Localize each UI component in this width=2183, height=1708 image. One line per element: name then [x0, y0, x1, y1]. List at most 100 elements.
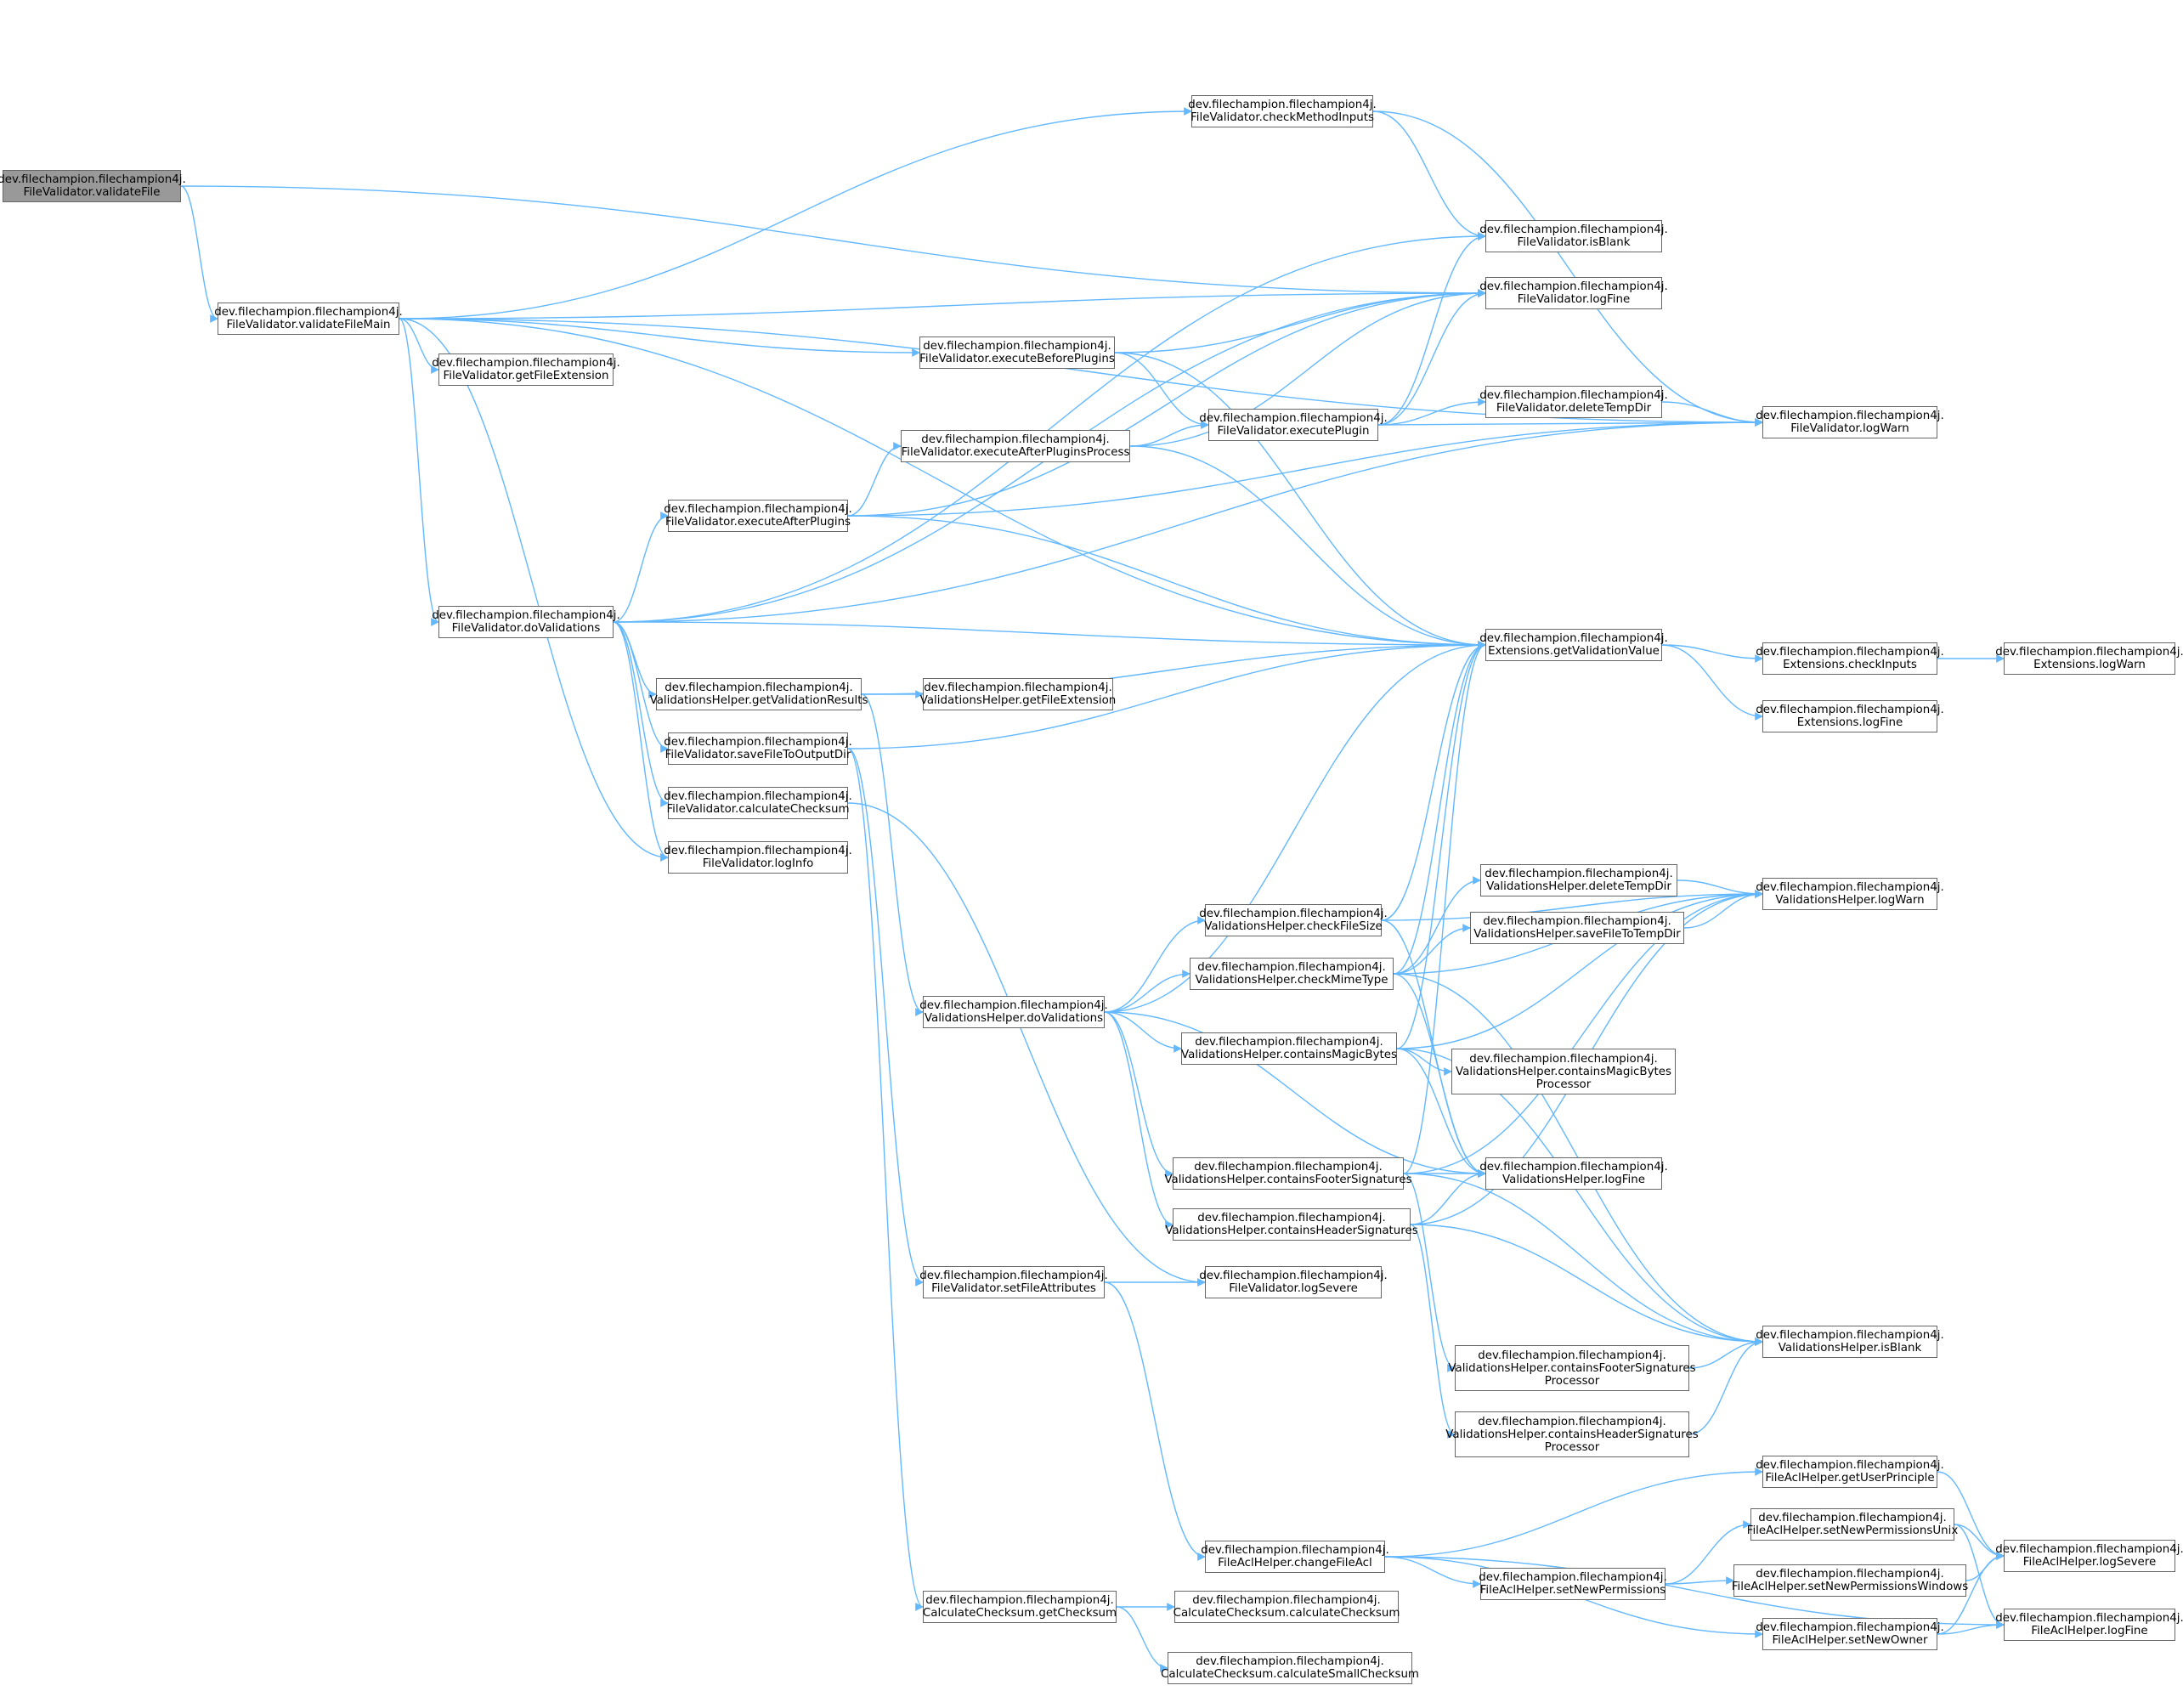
- node-label-line: Processor: [1544, 1374, 1600, 1388]
- node-label-line: dev.filechampion.filechampion4j.: [432, 357, 620, 370]
- node-file-validator-execute-before-plugins[interactable]: dev.filechampion.filechampion4j.FileVali…: [919, 337, 1115, 369]
- node-validations-helper-get-validation-results[interactable]: dev.filechampion.filechampion4j.Validati…: [650, 678, 868, 710]
- node-file-acl-helper-change-file-acl[interactable]: dev.filechampion.filechampion4j.FileAclH…: [1201, 1541, 1389, 1573]
- node-file-validator-delete-temp-dir[interactable]: dev.filechampion.filechampion4j.FileVali…: [1479, 386, 1668, 418]
- call-edge-n18-n30: [1393, 876, 1481, 975]
- node-validations-helper-contains-footer-signatures[interactable]: dev.filechampion.filechampion4j.Validati…: [1164, 1157, 1412, 1190]
- node-file-acl-helper-get-user-principle[interactable]: dev.filechampion.filechampion4j.FileAclH…: [1756, 1456, 1944, 1488]
- node-file-validator-log-fine[interactable]: dev.filechampion.filechampion4j.FileVali…: [1479, 277, 1668, 309]
- node-file-acl-helper-set-new-owner[interactable]: dev.filechampion.filechampion4j.FileAclH…: [1756, 1618, 1944, 1650]
- call-edge-n20-n41: [1403, 1173, 1763, 1346]
- node-label-line: dev.filechampion.filechampion4j.: [1995, 1543, 2183, 1556]
- node-validations-helper-is-blank[interactable]: dev.filechampion.filechampion4j.Validati…: [1756, 1326, 1944, 1358]
- node-file-validator-log-info[interactable]: dev.filechampion.filechampion4j.FileVali…: [664, 841, 852, 874]
- call-edge-n3-n37: [613, 418, 1763, 623]
- node-extensions-check-inputs[interactable]: dev.filechampion.filechampion4j.Extensio…: [1756, 642, 1944, 675]
- node-label-line: ValidationsHelper.logWarn: [1775, 894, 1925, 907]
- node-file-acl-helper-log-severe[interactable]: dev.filechampion.filechampion4j.FileAclH…: [1995, 1540, 2183, 1572]
- node-file-acl-helper-set-new-permissions-unix[interactable]: dev.filechampion.filechampion4j.FileAclH…: [1747, 1508, 1958, 1541]
- call-edge-n10-n27: [1114, 289, 1486, 353]
- node-calculate-checksum-calculate-small-checksum[interactable]: dev.filechampion.filechampion4j.Calculat…: [1161, 1652, 1419, 1684]
- node-file-acl-helper-set-new-permissions-windows[interactable]: dev.filechampion.filechampion4j.FileAclH…: [1732, 1564, 1968, 1597]
- node-validations-helper-check-mime-type[interactable]: dev.filechampion.filechampion4j.Validati…: [1190, 958, 1394, 990]
- node-file-validator-save-file-to-output-dir[interactable]: dev.filechampion.filechampion4j.FileVali…: [664, 732, 852, 765]
- call-edge-n23-n36: [1384, 1556, 1481, 1588]
- node-calculate-checksum-calculate-checksum[interactable]: dev.filechampion.filechampion4j.Calculat…: [1174, 1591, 1400, 1623]
- node-file-validator-execute-plugin[interactable]: dev.filechampion.filechampion4j.FileVali…: [1199, 409, 1388, 441]
- node-label-line: Extensions.logWarn: [2033, 659, 2146, 671]
- call-edge-n29-n38: [1661, 644, 1763, 663]
- call-edge-n1-n29: [399, 318, 1486, 649]
- node-calculate-checksum-get-checksum[interactable]: dev.filechampion.filechampion4j.Calculat…: [923, 1591, 1117, 1623]
- node-validations-helper-contains-header-signatures[interactable]: dev.filechampion.filechampion4j.Validati…: [1165, 1208, 1418, 1241]
- node-validations-helper-contains-magic-bytes[interactable]: dev.filechampion.filechampion4j.Validati…: [1181, 1032, 1397, 1065]
- node-validations-helper-do-validations[interactable]: dev.filechampion.filechampion4j.Validati…: [919, 996, 1108, 1028]
- node-label-line: FileValidator.getFileExtension: [443, 370, 609, 382]
- node-label-line: FileAclHelper.logFine: [2031, 1625, 2148, 1637]
- call-edge-n6-n29: [847, 641, 1486, 749]
- call-edge-n3-n7: [613, 621, 669, 807]
- node-label-line: dev.filechampion.filechampion4j.: [1756, 1329, 1944, 1342]
- call-edge-n3-n4: [613, 512, 669, 623]
- call-edge-n34-n41: [1688, 1338, 1763, 1369]
- node-validations-helper-contains-magic-bytes-processor[interactable]: dev.filechampion.filechampion4j.Validati…: [1451, 1049, 1676, 1094]
- node-extensions-log-fine[interactable]: dev.filechampion.filechampion4j.Extensio…: [1756, 700, 1944, 732]
- node-file-validator-execute-after-plugins-process[interactable]: dev.filechampion.filechampion4j.FileVali…: [901, 430, 1130, 462]
- node-validations-helper-check-file-size[interactable]: dev.filechampion.filechampion4j.Validati…: [1199, 904, 1388, 936]
- node-extensions-get-validation-value[interactable]: dev.filechampion.filechampion4j.Extensio…: [1479, 629, 1668, 661]
- call-edge-n23-n42: [1384, 1468, 1763, 1558]
- call-edge-n3-n26: [613, 232, 1486, 623]
- node-label-line: CalculateChecksum.getChecksum: [922, 1607, 1117, 1620]
- node-file-validator-get-file-extension[interactable]: dev.filechampion.filechampion4j.FileVali…: [432, 353, 620, 386]
- call-edge-n11-n29: [1129, 445, 1486, 649]
- node-label-line: FileValidator.saveFileToOutputDir: [665, 749, 851, 761]
- call-edge-n0-n1: [180, 185, 218, 323]
- call-edge-n16-n26: [1377, 232, 1486, 426]
- node-validations-helper-log-fine[interactable]: dev.filechampion.filechampion4j.Validati…: [1479, 1157, 1668, 1190]
- call-edge-n13-n18: [1104, 970, 1190, 1013]
- node-label-line: dev.filechampion.filechampion4j.: [1995, 1612, 2183, 1625]
- node-label-line: FileValidator.executePlugin: [1217, 425, 1370, 438]
- node-file-validator-validate-file-main[interactable]: dev.filechampion.filechampion4j.FileVali…: [214, 303, 403, 335]
- node-file-validator-do-validations[interactable]: dev.filechampion.filechampion4j.FileVali…: [432, 606, 620, 638]
- node-label-line: dev.filechampion.filechampion4j.: [1199, 412, 1388, 425]
- node-file-acl-helper-log-fine[interactable]: dev.filechampion.filechampion4j.FileAclH…: [1995, 1609, 2183, 1641]
- node-label-line: Processor: [1535, 1077, 1592, 1091]
- node-file-validator-check-method-inputs[interactable]: dev.filechampion.filechampion4j.FileVali…: [1188, 95, 1377, 127]
- node-label-line: dev.filechampion.filechampion4j.: [1188, 99, 1377, 111]
- call-edge-n18-n31: [1393, 924, 1471, 975]
- node-label-line: dev.filechampion.filechampion4j.: [1995, 646, 2183, 659]
- node-label-line: FileValidator.setFileAttributes: [931, 1282, 1096, 1295]
- call-edge-n28-n37: [1661, 401, 1763, 427]
- node-extensions-log-warn[interactable]: dev.filechampion.filechampion4j.Extensio…: [1995, 642, 2183, 675]
- node-file-validator-execute-after-plugins[interactable]: dev.filechampion.filechampion4j.FileVali…: [664, 500, 852, 532]
- node-label-line: dev.filechampion.filechampion4j.: [1199, 908, 1388, 920]
- node-label-line: dev.filechampion.filechampion4j.: [0, 173, 186, 186]
- node-label-line: dev.filechampion.filechampion4j.: [924, 682, 1112, 694]
- node-label-line: FileAclHelper.changeFileAcl: [1218, 1557, 1372, 1569]
- node-label-line: ValidationsHelper.logFine: [1502, 1174, 1645, 1186]
- node-file-validator-calculate-checksum[interactable]: dev.filechampion.filechampion4j.FileVali…: [664, 787, 852, 819]
- node-validations-helper-delete-temp-dir[interactable]: dev.filechampion.filechampion4j.Validati…: [1480, 864, 1677, 896]
- node-file-validator-set-file-attributes[interactable]: dev.filechampion.filechampion4j.FileVali…: [919, 1266, 1108, 1298]
- node-label-line: dev.filechampion.filechampion4j.: [1758, 1512, 1947, 1524]
- call-edge-n13-n33: [1104, 1011, 1486, 1178]
- node-file-acl-helper-set-new-permissions[interactable]: dev.filechampion.filechampion4j.FileAclH…: [1479, 1568, 1667, 1600]
- node-validations-helper-contains-footer-signatures-processor[interactable]: dev.filechampion.filechampion4j.Validati…: [1448, 1345, 1696, 1391]
- node-validations-helper-save-file-to-temp-dir[interactable]: dev.filechampion.filechampion4j.Validati…: [1470, 912, 1684, 944]
- node-validations-helper-contains-header-signatures-processor[interactable]: dev.filechampion.filechampion4j.Validati…: [1445, 1411, 1699, 1457]
- node-label-line: FileValidator.calculateChecksum: [666, 803, 850, 816]
- node-validations-helper-log-warn[interactable]: dev.filechampion.filechampion4j.Validati…: [1756, 878, 1944, 910]
- node-label-line: FileAclHelper.logSevere: [2022, 1556, 2157, 1569]
- node-file-validator-log-severe[interactable]: dev.filechampion.filechampion4j.FileVali…: [1199, 1266, 1388, 1298]
- node-file-validator-log-warn[interactable]: dev.filechampion.filechampion4j.FileVali…: [1756, 406, 1944, 438]
- node-file-validator-is-blank[interactable]: dev.filechampion.filechampion4j.FileVali…: [1479, 220, 1668, 252]
- node-label-line: FileValidator.logWarn: [1790, 422, 1909, 435]
- node-label-line: dev.filechampion.filechampion4j.: [1756, 1568, 1944, 1581]
- node-label-line: FileValidator.executeAfterPluginsProcess: [901, 446, 1130, 459]
- call-edge-n45-n47: [1937, 1552, 2005, 1635]
- node-validations-helper-get-file-extension[interactable]: dev.filechampion.filechampion4j.Validati…: [920, 678, 1116, 710]
- call-edge-n16-n27: [1377, 289, 1486, 426]
- node-label-line: dev.filechampion.filechampion4j.: [923, 340, 1111, 353]
